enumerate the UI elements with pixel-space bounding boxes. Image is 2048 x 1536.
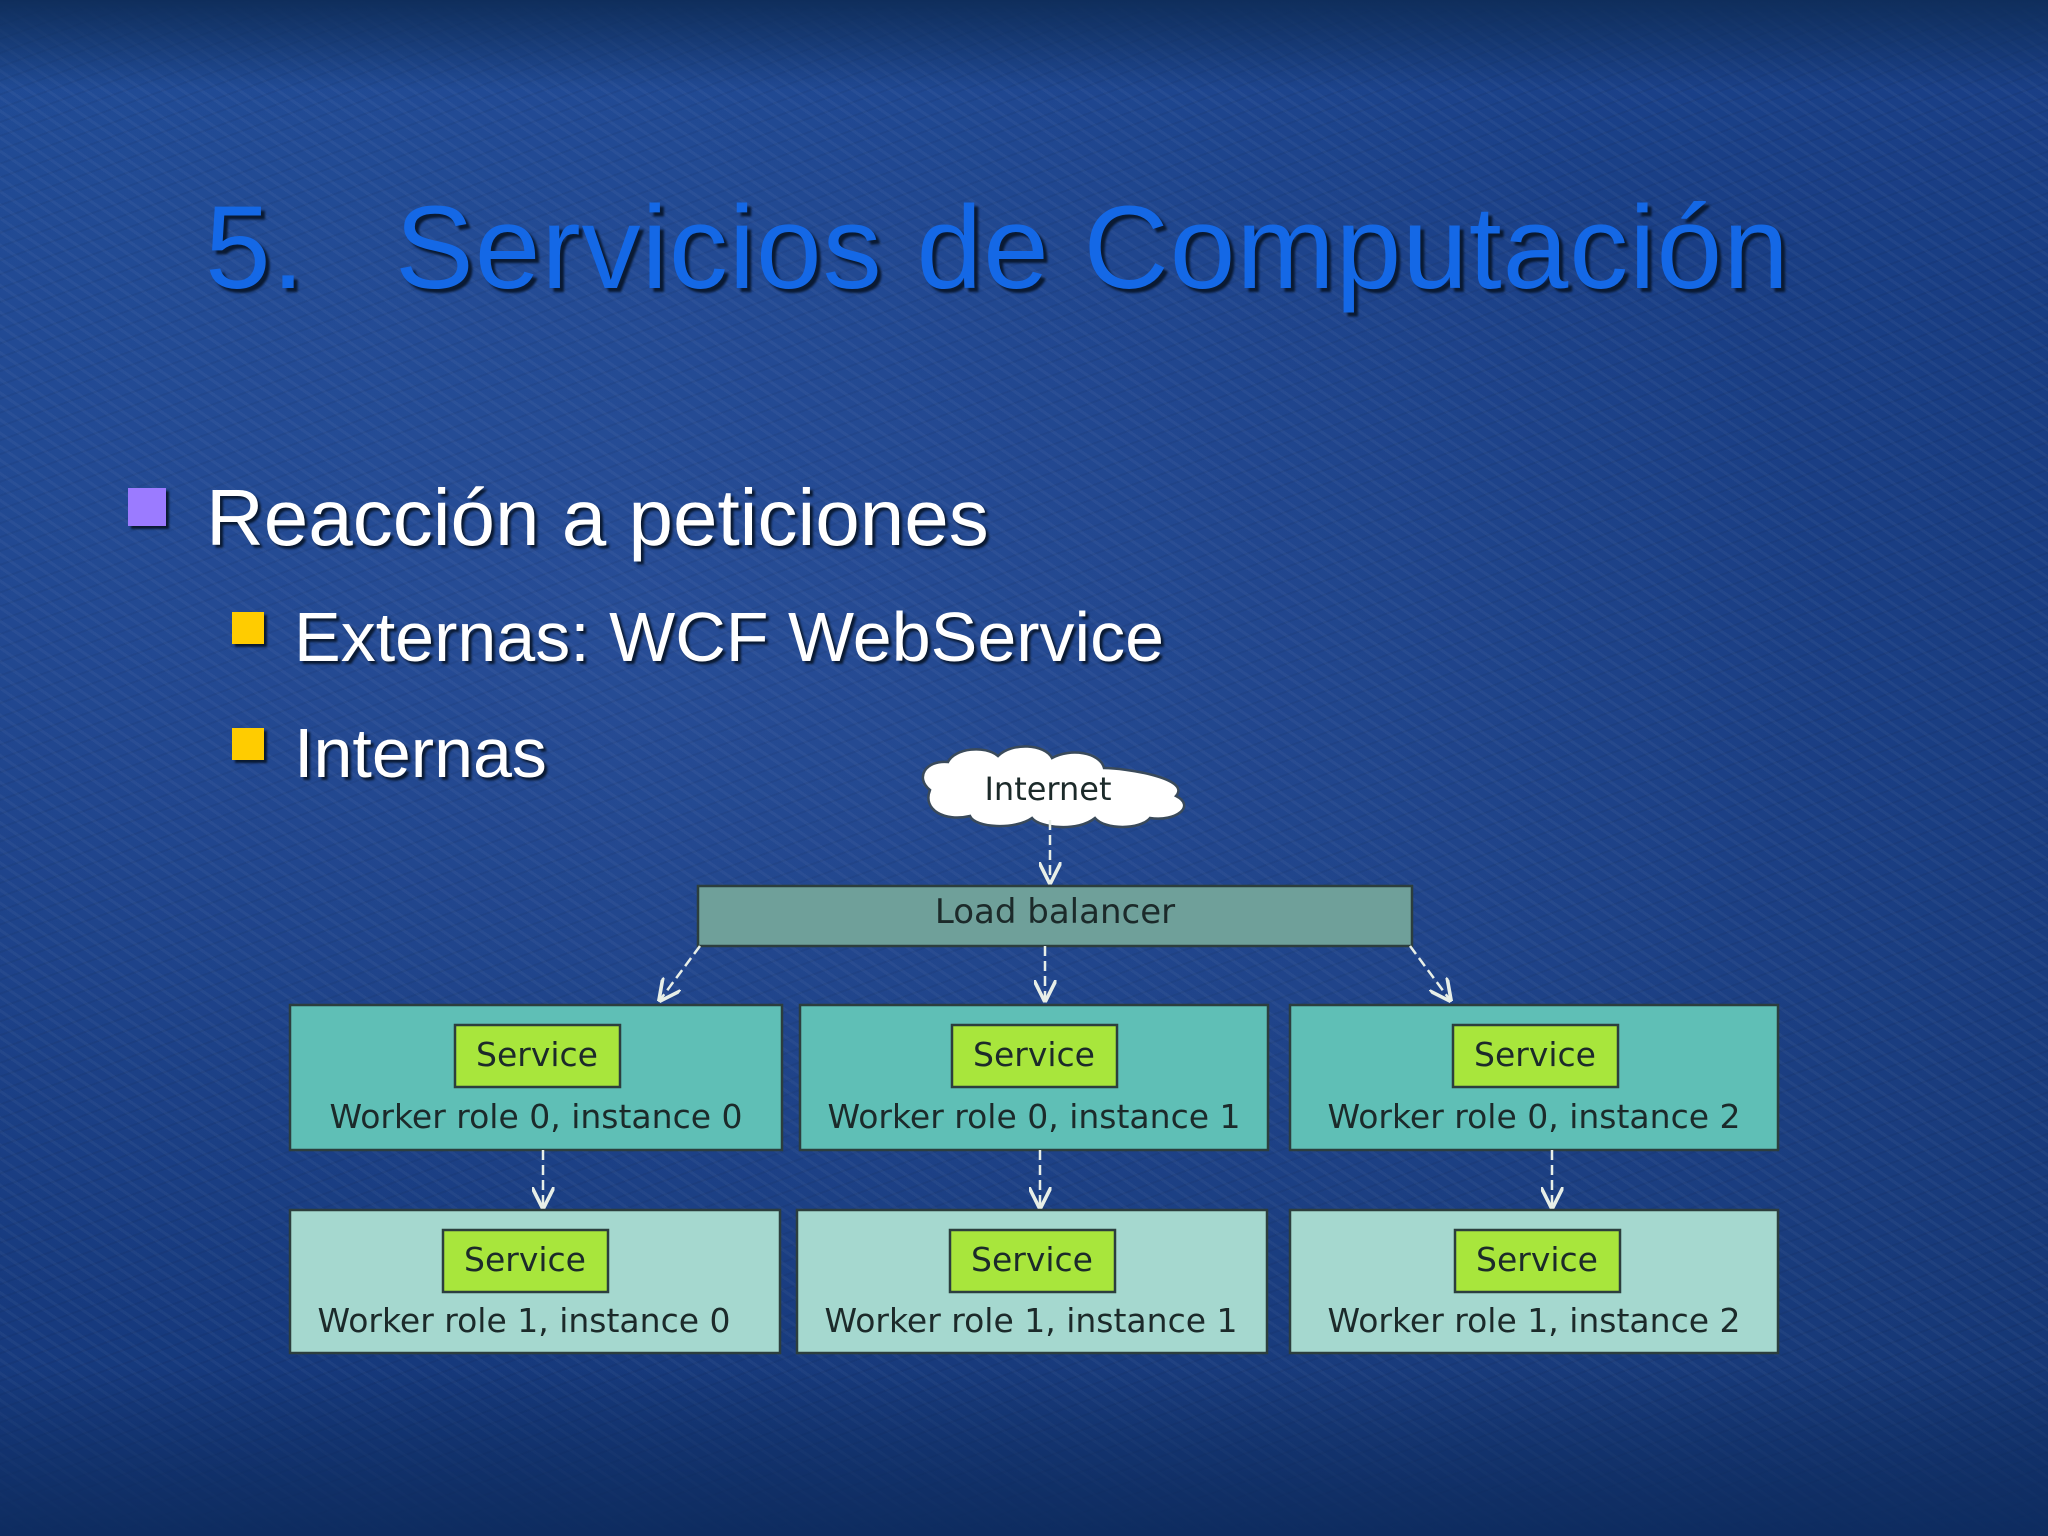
load-balancer: Load balancer [696, 884, 1414, 948]
worker-box [288, 1208, 782, 1355]
service-label: Service [464, 1240, 586, 1279]
worker-label: Worker role 0, instance 2 [1328, 1097, 1741, 1136]
bullet-externas: Externas: WCF WebService [232, 597, 1164, 677]
worker-role-1-instance-0: Service Worker role 1, instance 0 [288, 1208, 782, 1355]
service-box [1453, 1228, 1622, 1294]
bullet-text: Reacción a peticiones [206, 473, 989, 562]
worker-role-0-instance-2: Service Worker role 0, instance 2 [1288, 1003, 1780, 1152]
bullet-text: Externas: WCF WebService [294, 598, 1165, 676]
worker-label: Worker role 1, instance 2 [1328, 1301, 1741, 1340]
slide-title: 5. Servicios de Computación [205, 180, 1790, 316]
service-label: Service [971, 1240, 1093, 1279]
service-label: Service [1476, 1240, 1598, 1279]
worker-label: Worker role 1, instance 0 [318, 1301, 731, 1340]
worker-box [1288, 1208, 1780, 1355]
title-text: Servicios de Computación [395, 182, 1790, 314]
load-balancer-box [696, 884, 1414, 948]
service-box [441, 1228, 610, 1294]
worker-role-0-instance-0: Service Worker role 0, instance 0 [288, 1003, 784, 1152]
bullet-reaccion: Reacción a peticiones [128, 472, 989, 564]
worker-role-1-instance-1: Service Worker role 1, instance 1 [795, 1208, 1269, 1355]
top-band [0, 0, 2048, 90]
service-label: Service [973, 1035, 1095, 1074]
worker-box [798, 1003, 1270, 1152]
service-label: Service [1474, 1035, 1596, 1074]
title-number: 5. [205, 182, 306, 314]
bullet-square-icon [232, 728, 264, 760]
bullet-text: Internas [294, 714, 547, 792]
bullet-square-icon [128, 488, 166, 526]
bullet-internas: Internas [232, 713, 547, 793]
worker-box [795, 1208, 1269, 1355]
bottom-band [0, 1366, 2048, 1536]
service-box [948, 1228, 1117, 1294]
service-label: Service [476, 1035, 598, 1074]
arrow-lb-to-instance0 [660, 945, 702, 1000]
worker-label: Worker role 0, instance 1 [828, 1097, 1241, 1136]
cloud-shape [921, 745, 1186, 829]
worker-role-0-instance-1: Service Worker role 0, instance 1 [798, 1003, 1270, 1152]
service-box [453, 1023, 622, 1089]
bullet-square-icon [232, 612, 264, 644]
worker-role-1-instance-2: Service Worker role 1, instance 2 [1288, 1208, 1780, 1355]
worker-box [288, 1003, 784, 1152]
worker-label: Worker role 0, instance 0 [330, 1097, 743, 1136]
service-box [1451, 1023, 1620, 1089]
arrow-lb-to-instance2 [1408, 945, 1450, 1000]
service-box [950, 1023, 1119, 1089]
internet-cloud: Internet [921, 745, 1186, 829]
load-balancer-label: Load balancer [935, 892, 1175, 932]
worker-label: Worker role 1, instance 1 [825, 1301, 1238, 1340]
worker-box [1288, 1003, 1780, 1152]
internet-label: Internet [984, 770, 1111, 808]
